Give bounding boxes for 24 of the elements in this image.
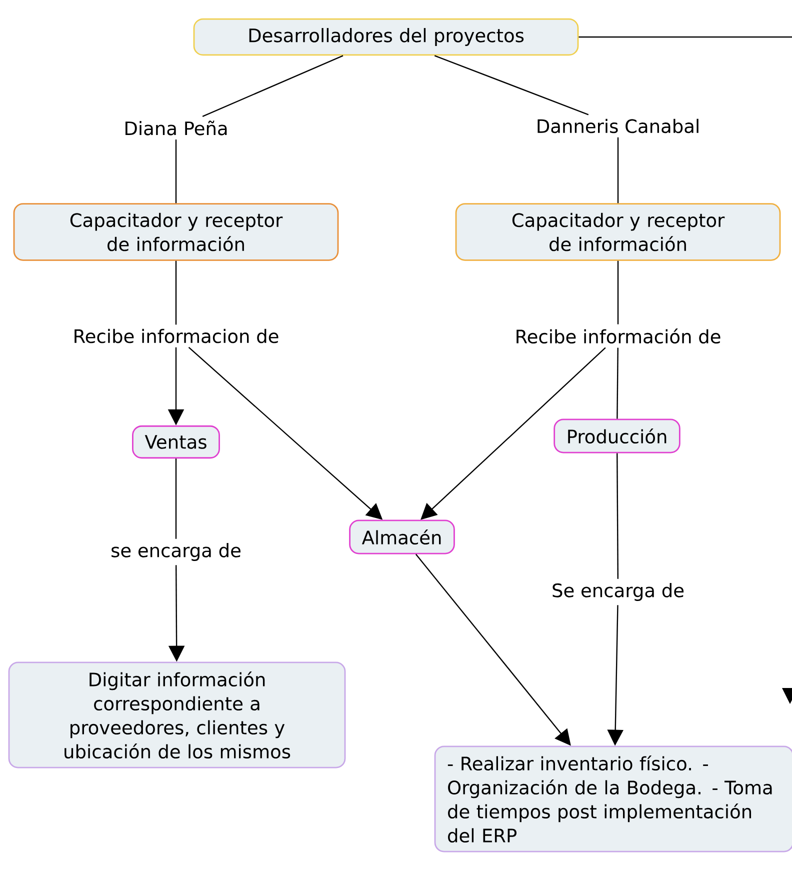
connector-line bbox=[434, 55, 589, 116]
concept-box: Producción bbox=[554, 418, 680, 454]
connector-line bbox=[616, 348, 618, 419]
linking-phrase: se encarga de bbox=[106, 539, 246, 565]
linking-phrase: Recibe información de bbox=[510, 324, 726, 348]
connector-line bbox=[202, 55, 344, 118]
concept-box: - Realizar inventario físico. - Organización de la Bodega. - Toma de tiempos post implementación del ERP bbox=[434, 746, 792, 852]
linking-phrase: Danneris Canabal bbox=[532, 114, 704, 138]
linking-phrase: Recibe informacion de bbox=[68, 324, 284, 348]
concept-box: Ventas bbox=[132, 425, 220, 459]
connector-line bbox=[175, 140, 177, 204]
concept-box: Capacitador y receptor de información bbox=[455, 203, 781, 261]
connector-line bbox=[617, 260, 619, 324]
connector-line bbox=[578, 36, 792, 38]
connector-line bbox=[616, 453, 619, 579]
connector-line bbox=[175, 260, 177, 325]
concept-box: Digitar información correspondiente a proveedores, clientes y ubicación de los mismos bbox=[8, 662, 346, 768]
connector-line bbox=[175, 458, 177, 539]
concept-box: Desarrolladores del proyectos bbox=[193, 18, 579, 56]
concept-box: Capacitador y receptor de información bbox=[13, 203, 339, 261]
connector-line bbox=[617, 137, 619, 204]
concept-box: Almacén bbox=[349, 520, 455, 554]
linking-phrase: Se encarga de bbox=[548, 579, 688, 605]
linking-phrase: Diana Peña bbox=[120, 116, 232, 140]
